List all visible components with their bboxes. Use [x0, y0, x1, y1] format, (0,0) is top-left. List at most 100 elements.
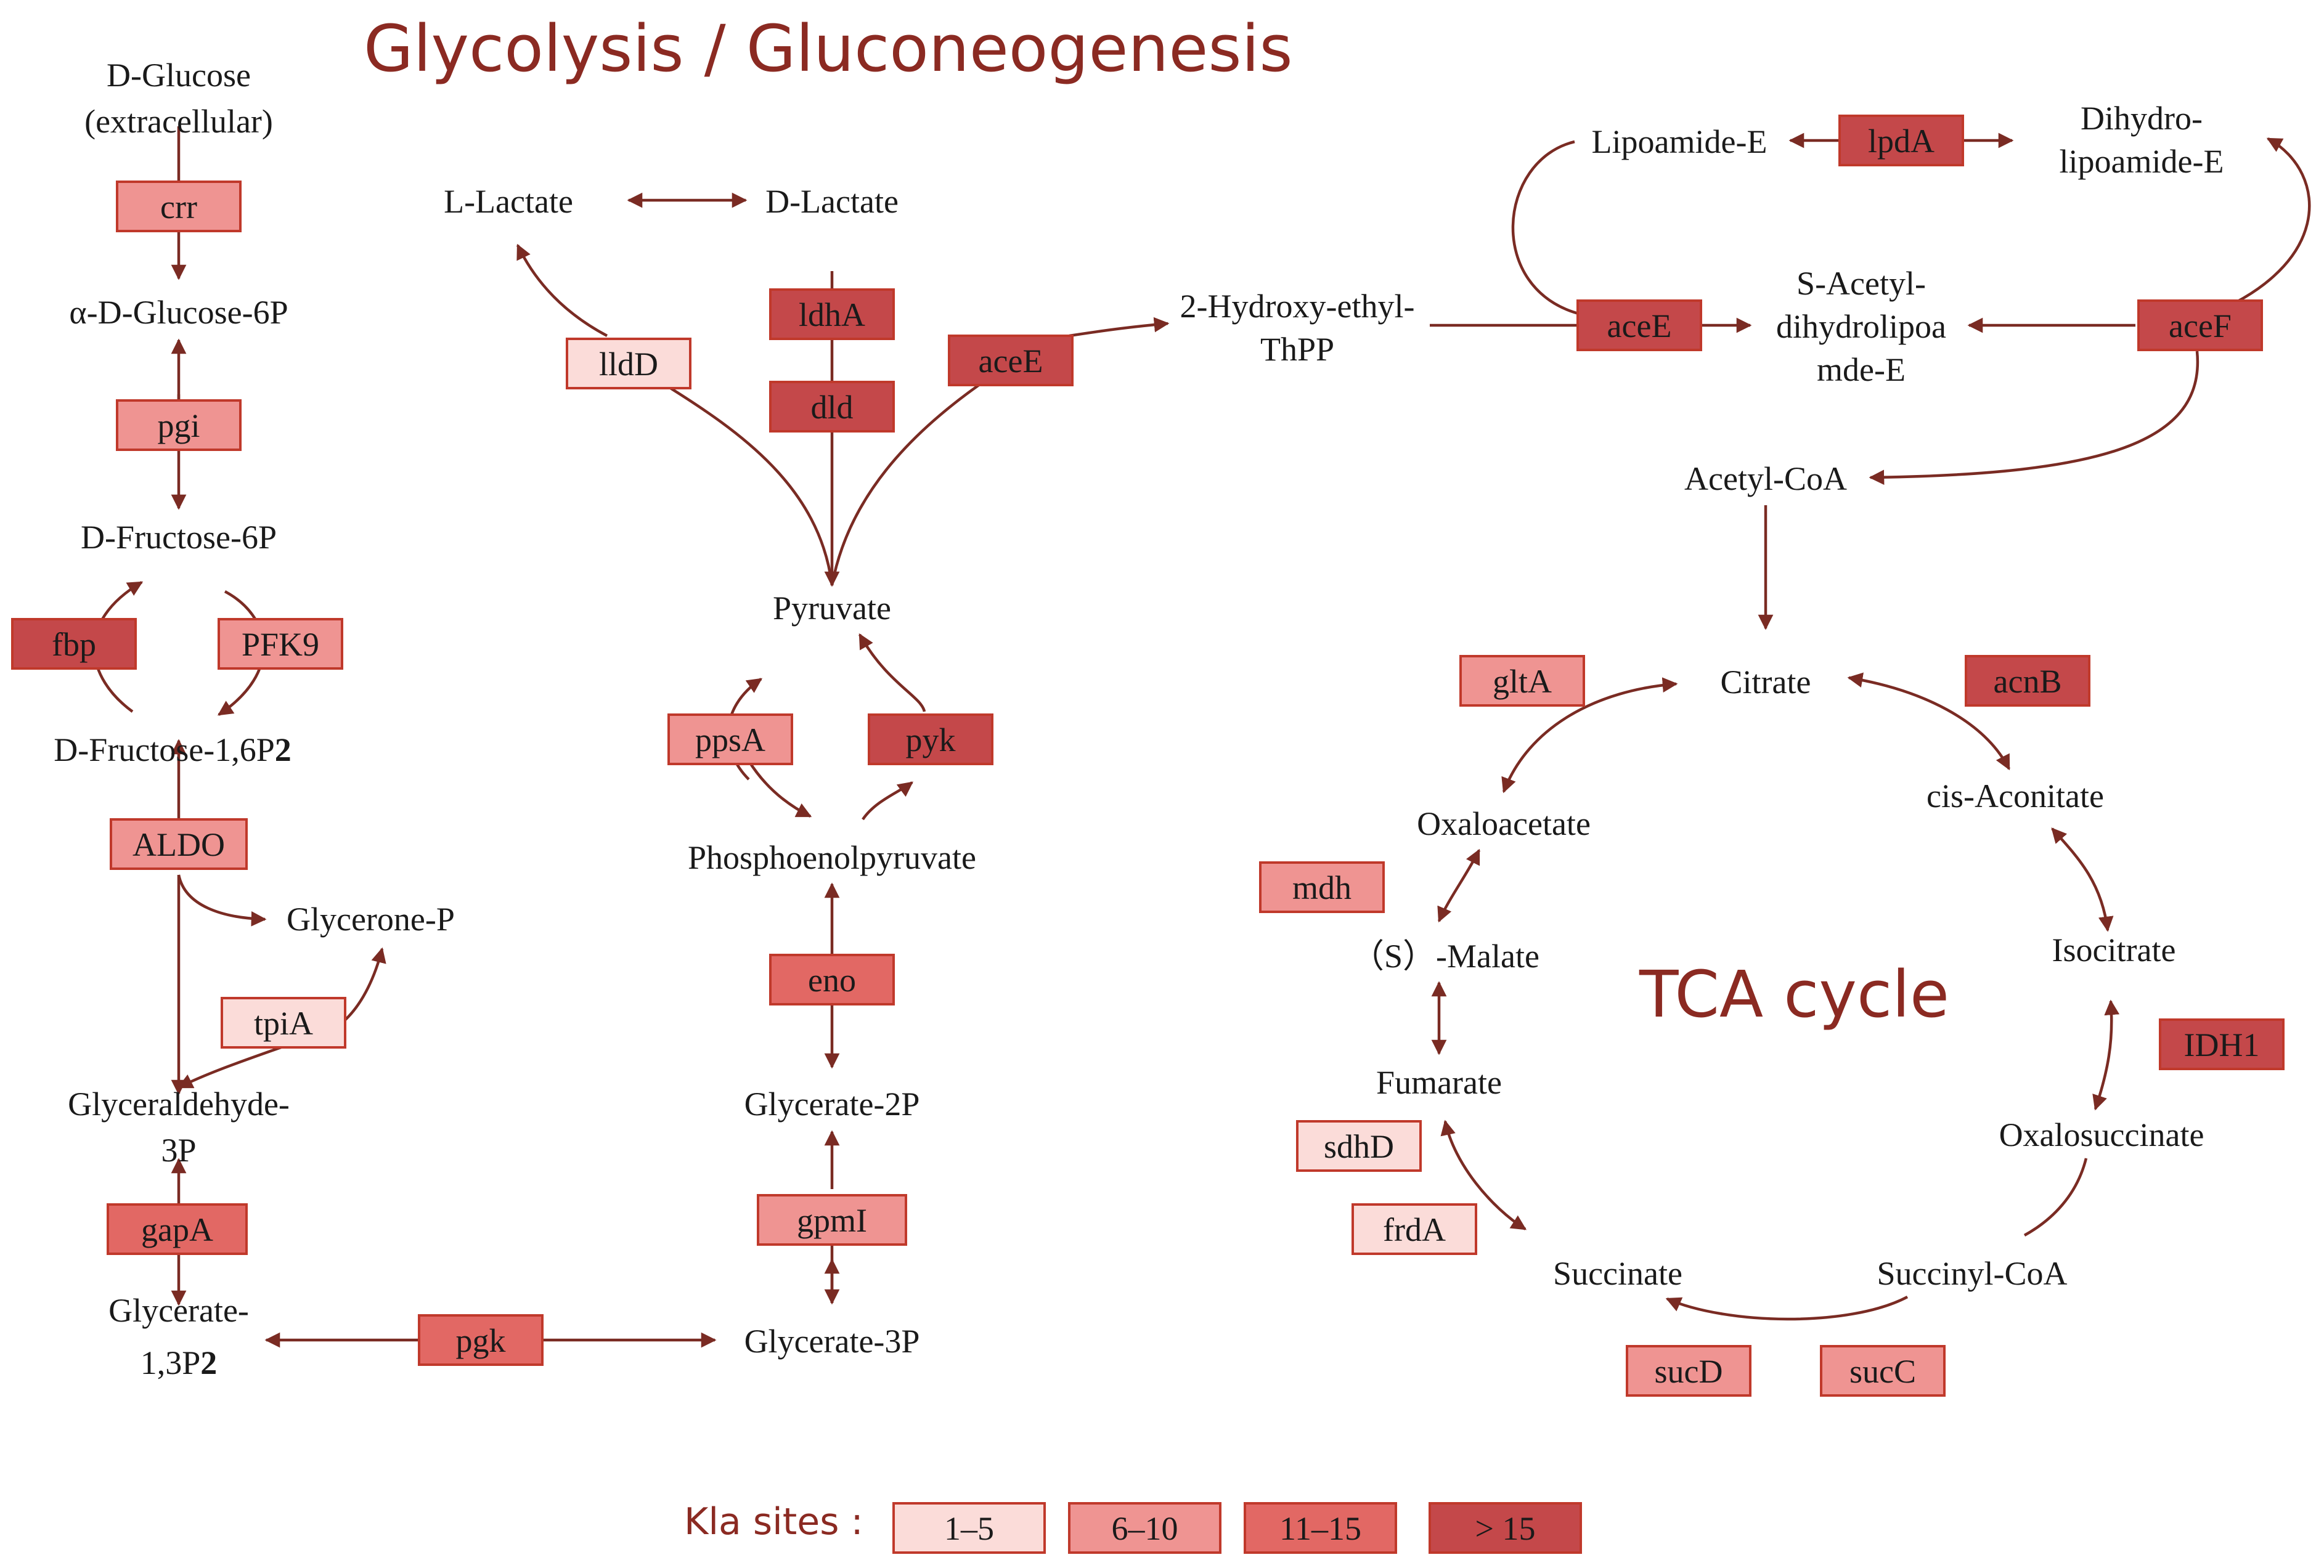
enzyme-label: dld [810, 389, 853, 426]
enzyme-label: mdh [1292, 869, 1352, 906]
diagram-title: Glycolysis / Gluconeogenesis [364, 11, 1293, 86]
metabolite-l-lactate: L-Lactate [444, 183, 573, 220]
enzyme-acee-2: aceE [1576, 299, 1702, 351]
legend-item-level-4: > 15 [1429, 1502, 1582, 1554]
metabolite-isocitrate: Isocitrate [2052, 932, 2176, 969]
enzyme-mdh: mdh [1259, 861, 1385, 913]
enzyme-label: frdA [1383, 1211, 1446, 1248]
enzyme-box [116, 181, 242, 232]
enzyme-label: sdhD [1324, 1128, 1394, 1165]
enzyme-box [418, 1314, 544, 1366]
metabolite-glyceraldehyde-3p-line1: Glyceraldehyde- [68, 1086, 290, 1123]
enzyme-sucd: sucD [1626, 1345, 1751, 1397]
enzyme-box [1259, 861, 1385, 913]
enzyme-box [948, 335, 1074, 386]
enzyme-glta: gltA [1459, 655, 1585, 707]
enzyme-tpia: tpiA [221, 997, 346, 1049]
metabolite-dihydrolipoamide-line2: lipoamide-E [2060, 143, 2224, 180]
enzyme-label: IDH1 [2184, 1026, 2260, 1063]
enzyme-acef: aceF [2137, 299, 2263, 351]
enzyme-label: ALDO [133, 826, 225, 863]
legend-item-label: 6–10 [1112, 1510, 1178, 1547]
enzyme-label: tpiA [254, 1005, 313, 1042]
enzyme-pfk9: PFK9 [218, 618, 343, 670]
enzyme-box [1576, 299, 1702, 351]
metabolite-succinyl-coa: Succinyl-CoA [1877, 1255, 2068, 1292]
enzyme-label: crr [160, 189, 197, 225]
metabolite-d-glucose: D-Glucose [107, 57, 251, 94]
enzyme-label: eno [808, 962, 856, 999]
legend-item-label: 11–15 [1279, 1510, 1361, 1547]
enzyme-label: sucC [1849, 1353, 1916, 1390]
metabolite-phosphoenolpyruvate: Phosphoenolpyruvate [688, 839, 976, 876]
metabolite-s-acetyl-line3: mde-E [1817, 351, 1906, 388]
enzyme-frda: frdA [1352, 1203, 1477, 1255]
enzyme-label: sucD [1655, 1353, 1723, 1390]
legend-item-label: 1–5 [944, 1510, 994, 1547]
enzyme-dld: dld [769, 381, 895, 433]
enzyme-box [769, 288, 895, 340]
enzyme-box [1626, 1345, 1751, 1397]
enzyme-label: fbp [52, 626, 96, 663]
enzyme-crr: crr [116, 181, 242, 232]
metabolite-glycerate-3p: Glycerate-3P [744, 1323, 920, 1360]
enzyme-label: gltA [1493, 663, 1552, 700]
enzyme-box [1965, 655, 2090, 707]
enzyme-label: pgk [456, 1322, 506, 1359]
enzyme-box [110, 818, 248, 870]
enzyme-box [769, 381, 895, 433]
enzyme-label: acnB [1994, 663, 2062, 700]
metabolite-pyruvate: Pyruvate [773, 590, 891, 627]
enzyme-box [757, 1194, 907, 1246]
metabolite-s-acetyl-line1: S-Acetyl- [1796, 265, 1926, 302]
enzyme-box [1296, 1120, 1422, 1172]
metabolite-oxaloacetate: Oxaloacetate [1417, 805, 1591, 842]
tca-cycle-label: TCA cycle [1639, 957, 1949, 1032]
metabolite-acetyl-coa: Acetyl-CoA [1684, 460, 1847, 497]
enzyme-box [667, 713, 793, 765]
enzyme-label: lldD [599, 346, 658, 383]
enzyme-box [2137, 299, 2263, 351]
metabolite-glycerate-13p-main: 1,3P [141, 1344, 201, 1381]
enzyme-label: aceE [1607, 307, 1672, 344]
enzyme-lldd: lldD [566, 338, 691, 389]
metabolite-citrate: Citrate [1721, 664, 1811, 701]
enzyme-label: ppsA [695, 721, 765, 758]
enzyme-sdhd: sdhD [1296, 1120, 1422, 1172]
legend-item-level-1: 1–5 [892, 1502, 1046, 1554]
metabolite-glycerate-13p-line1: Glycerate- [108, 1292, 249, 1329]
enzyme-label: aceF [2169, 307, 2232, 344]
enzyme-box [1820, 1345, 1946, 1397]
enzyme-label: gapA [141, 1211, 213, 1248]
legend-swatch [1429, 1502, 1582, 1554]
metabolite-dihydrolipoamide-line1: Dihydro- [2081, 100, 2203, 137]
enzyme-box [1459, 655, 1585, 707]
enzyme-label: aceE [979, 343, 1043, 380]
enzyme-box [116, 399, 242, 451]
enzyme-idh1: IDH1 [2159, 1018, 2285, 1070]
legend-swatch [892, 1502, 1046, 1554]
enzyme-box [107, 1203, 248, 1255]
legend-swatch [1244, 1502, 1397, 1554]
enzyme-pyk: pyk [868, 713, 993, 765]
metabolite-lipoamide-e: Lipoamide-E [1592, 123, 1767, 160]
metabolite-succinate: Succinate [1553, 1255, 1682, 1292]
enzyme-pgi: pgi [116, 399, 242, 451]
metabolite-cis-aconitate: cis-Aconitate [1926, 778, 2104, 814]
legend-item-label: > 15 [1475, 1510, 1536, 1547]
legend-swatch [1068, 1502, 1221, 1554]
metabolite-fructose-1-6p2: D-Fructose-1,6P2 [54, 731, 291, 768]
enzyme-box [218, 618, 343, 670]
enzyme-label: pgi [157, 407, 200, 444]
enzyme-box [1352, 1203, 1477, 1255]
metabolite-glycerate-13p-line2: 1,3P2 [141, 1344, 218, 1381]
enzyme-ldha: ldhA [769, 288, 895, 340]
enzyme-box [566, 338, 691, 389]
enzyme-box [221, 997, 346, 1049]
enzyme-label: PFK9 [242, 626, 319, 663]
enzyme-label: lpdA [1868, 123, 1935, 160]
metabolite-d-glucose-extracellular: (extracellular) [84, 103, 273, 140]
